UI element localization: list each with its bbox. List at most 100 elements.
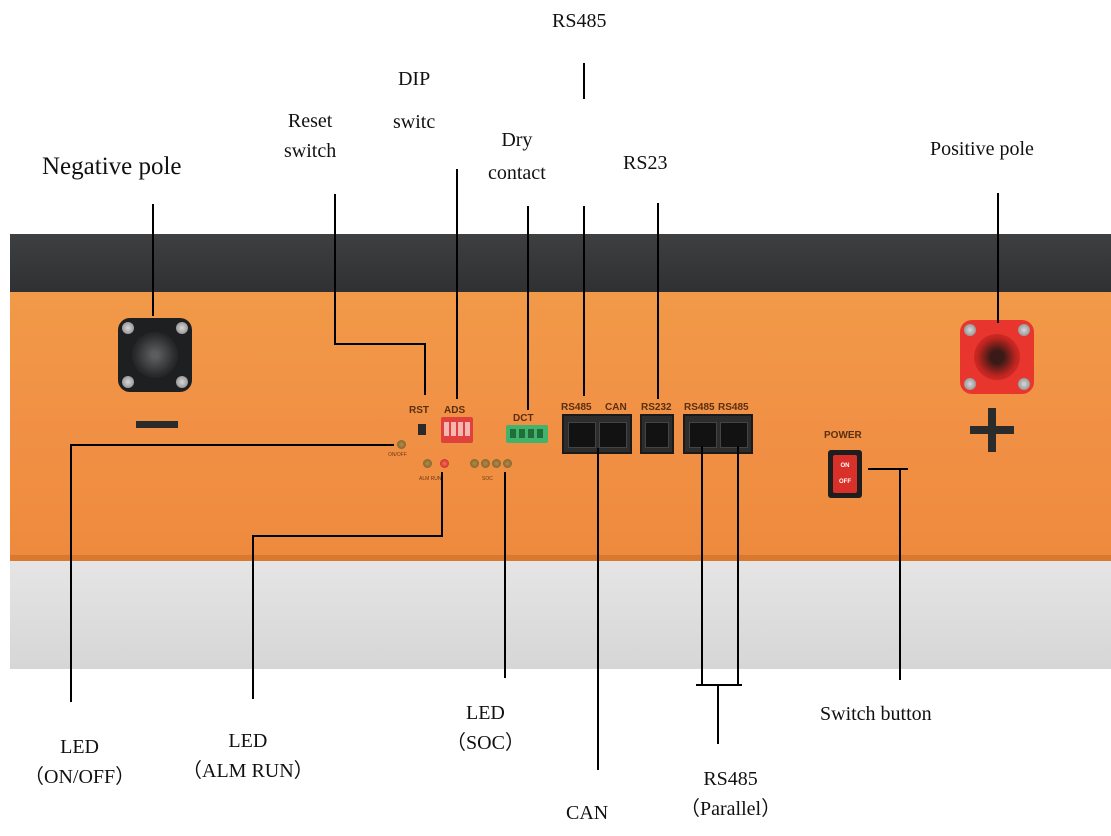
rs232-mark: RS232 [641,402,672,413]
leader-line-rs485-parallel [717,684,719,744]
screw-icon [964,324,976,336]
battery-bottom-band [10,561,1111,669]
rs485-parallel-port-block [683,414,753,454]
label-reset-switch-line1: Reset [287,110,333,132]
leader-line-rs485-top-upper [583,63,585,99]
minus-sign-icon [136,421,178,428]
dip-key [444,422,449,436]
label-can: CAN [566,802,609,824]
label-reset-switch: Reset switch [284,106,336,166]
label-dip-switch-line2: switc [393,111,436,133]
dip-key [451,422,456,436]
screw-icon [964,378,976,390]
reset-switch[interactable] [418,424,426,435]
battery-top-band [10,234,1111,294]
leader-line-led-alm-run [252,535,254,699]
leader-line-negative-pole [152,204,154,316]
screw-icon [176,376,188,388]
leader-line-can [597,448,599,770]
soc-mark: SOC [482,476,493,482]
label-rs485-parallel-line1: RS485 [703,768,758,790]
leader-line-reset-switch [334,194,336,344]
rs485-parallel-port-b[interactable] [720,422,748,448]
rs232-port[interactable] [645,422,669,448]
leader-line-led-soc [504,472,506,678]
rs485-can-port-block [562,414,632,454]
positive-pole-socket [974,334,1020,380]
leader-line-dry-contact [527,206,529,410]
leader-line-positive-pole [997,193,999,323]
label-led-onoff-line2: （ON/OFF） [24,766,136,788]
power-switch[interactable]: ON OFF [828,450,862,498]
run-led [440,459,449,468]
battery-front-panel [10,292,1111,560]
label-led-alm-run: LED （ALM RUN） [182,726,314,786]
can-port[interactable] [599,422,627,448]
rs485-can-mark-can: CAN [605,402,627,413]
terminal-pin [537,429,543,438]
dip-switch[interactable] [441,417,473,443]
rocker-on-mark: ON [840,463,850,469]
leader-line-led-onoff [70,444,394,446]
rs485-b-mark: RS485 [718,402,749,413]
label-dip-switch: DIP switc [393,64,435,137]
dct-mark: DCT [513,413,534,424]
positive-terminal[interactable] [960,320,1034,394]
alm-led [423,459,432,468]
leader-line-reset-switch [424,343,426,395]
dry-contact-terminal[interactable] [506,425,548,443]
soc-led [481,459,490,468]
panel-bottom-edge [10,555,1111,561]
screw-icon [122,376,134,388]
label-rs23: RS23 [623,152,668,174]
dip-key [458,422,463,436]
leader-line-rs485 [583,206,585,396]
label-led-soc: LED （SOC） [446,698,525,758]
screw-icon [176,322,188,334]
leader-line-led-alm-run [252,535,443,537]
label-rs485-top: RS485 [552,10,607,32]
label-positive-pole: Positive pole [930,138,1034,160]
negative-terminal[interactable] [118,318,192,392]
screw-icon [1018,378,1030,390]
alm-run-mark: ALM RUN [419,476,442,482]
leader-line-rs485-parallel [701,446,703,686]
plus-sign-icon [988,408,996,452]
label-led-onoff: LED （ON/OFF） [24,732,135,792]
terminal-pin [528,429,534,438]
leader-line-rs485-parallel [696,684,742,686]
label-led-alm-run-line1: LED [228,730,268,752]
label-dry-contact-line2: contact [488,162,546,184]
negative-pole-socket [132,332,178,378]
soc-led [470,459,479,468]
label-led-soc-line1: LED [466,702,505,724]
soc-led [492,459,501,468]
label-rs485-parallel-line2: （Parallel） [680,798,782,820]
leader-line-led-alm-run [441,472,443,536]
label-dip-switch-line1: DIP [397,68,431,90]
rs485-can-mark-rs485: RS485 [561,402,592,413]
rs485-port[interactable] [568,422,596,448]
terminal-pin [519,429,525,438]
power-mark: POWER [824,430,862,441]
label-led-soc-line2: （SOC） [446,732,525,754]
dip-key [465,422,470,436]
label-dry-contact: Dry contact [488,125,546,188]
rs485-parallel-port-a[interactable] [689,422,717,448]
rocker-off-mark: OFF [839,479,851,485]
rs485-a-mark: RS485 [684,402,715,413]
leader-line-led-onoff [70,444,72,702]
screw-icon [1018,324,1030,336]
power-rocker[interactable]: ON OFF [833,455,857,493]
label-rs485-parallel: RS485 （Parallel） [680,764,781,824]
leader-line-reset-switch [334,343,426,345]
leader-line-dip-switch [456,169,458,399]
label-negative-pole: Negative pole [42,153,182,180]
on-off-led [397,440,406,449]
ads-mark: ADS [444,405,466,416]
terminal-pin [510,429,516,438]
leader-line-switch-button [868,468,908,470]
leader-line-rs232 [657,203,659,399]
label-led-onoff-line1: LED [60,736,100,758]
label-switch-button: Switch button [820,703,932,725]
